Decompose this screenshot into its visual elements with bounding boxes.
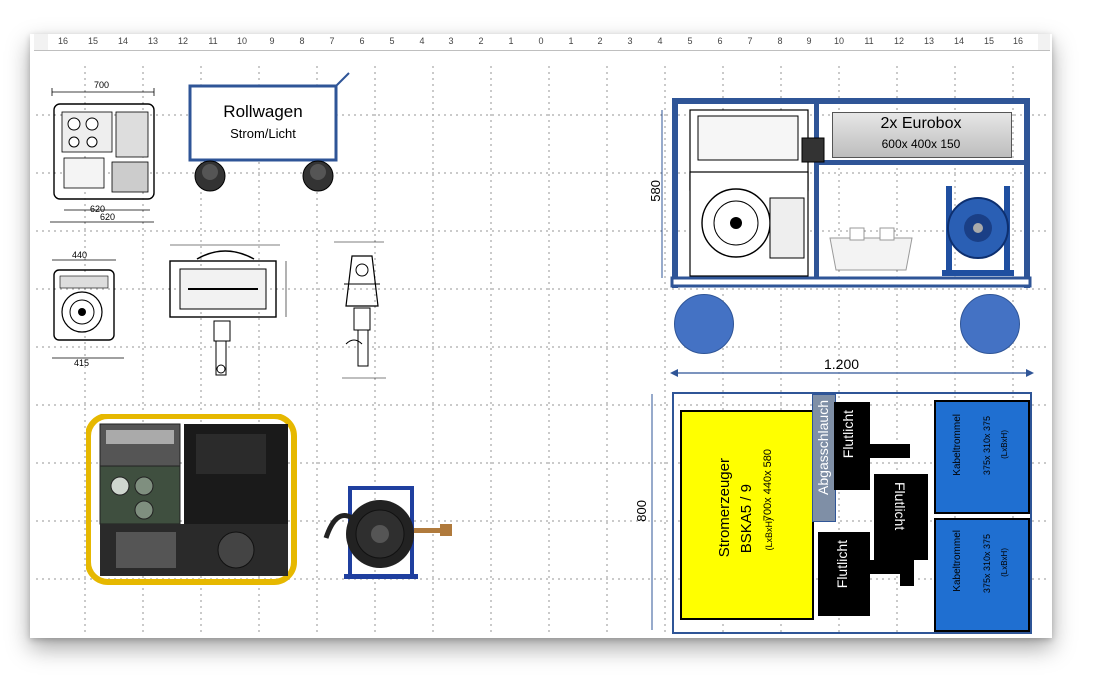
ruler-tick: 10	[833, 36, 845, 46]
ruler-tick: 7	[329, 36, 335, 46]
ruler-tick: 13	[147, 36, 159, 46]
ruler-margin-left	[34, 34, 48, 50]
wheel-right[interactable]	[960, 294, 1020, 354]
generator-front-drawing[interactable]	[44, 252, 134, 372]
generator-photo[interactable]	[86, 414, 298, 586]
wheel-left[interactable]	[674, 294, 734, 354]
exhaust-hose-block[interactable]	[812, 394, 836, 522]
ruler-tick: 14	[953, 36, 965, 46]
depth-label: 800	[634, 500, 649, 522]
ruler-tick: 10	[236, 36, 248, 46]
floodlight-label-1: Flutlicht	[840, 410, 856, 459]
exhaust-label: Abgasschlauch	[815, 400, 831, 495]
floodlight-handle-1	[870, 444, 910, 458]
drum-unit-2: (LxBxH)	[1000, 548, 1009, 577]
front-width-label: 440	[72, 250, 88, 260]
floodlight-handle-3	[870, 560, 900, 574]
ruler-tick: 12	[893, 36, 905, 46]
floodlight-side-drawing[interactable]	[324, 236, 404, 386]
ruler-tick: 2	[597, 36, 603, 46]
ruler-tick: 16	[57, 36, 69, 46]
width-label: 1.200	[824, 356, 860, 372]
ruler-tick: 9	[269, 36, 275, 46]
ruler-tick: 15	[87, 36, 99, 46]
floodlight-drawing[interactable]	[162, 239, 312, 389]
ruler-tick: 0	[538, 36, 544, 46]
cable-drum-block-2[interactable]	[934, 518, 1030, 632]
generator-name: Stromerzeuger	[716, 458, 733, 558]
cart-sketch[interactable]	[184, 72, 354, 197]
ruler-tick: 7	[747, 36, 753, 46]
width-dimension-arrow	[670, 369, 1034, 377]
floodlight-block-1[interactable]	[834, 402, 870, 490]
floodlight-handle-2	[900, 560, 914, 586]
height-label: 580	[648, 180, 663, 202]
horizontal-ruler[interactable]: 16 15 14 13 12 11 10 9 8 7 6 5 4 3 2 1 0…	[34, 34, 1050, 51]
eurobox-title: 2x Eurobox	[880, 115, 962, 132]
ruler-tick: 8	[299, 36, 305, 46]
floodlight-block-3[interactable]	[818, 532, 870, 616]
ruler-tick: 13	[923, 36, 935, 46]
ruler-tick: 11	[208, 36, 218, 46]
generator-block[interactable]	[680, 410, 814, 620]
generator-model: BSKA5 / 9	[738, 484, 755, 554]
ruler-tick: 9	[806, 36, 812, 46]
ruler-tick: 4	[419, 36, 425, 46]
depth-dimension-line	[651, 394, 653, 630]
top-view-frame[interactable]	[672, 392, 1032, 634]
ruler-tick: 11	[864, 36, 874, 46]
side-view-frame[interactable]	[654, 88, 1044, 358]
ruler-tick: 5	[389, 36, 395, 46]
eurobox-dims: 600x 400x 150	[881, 137, 961, 151]
cable-drum-photo[interactable]	[322, 478, 462, 586]
ruler-tick: 2	[478, 36, 484, 46]
ruler-tick: 1	[508, 36, 514, 46]
slide-canvas[interactable]: 700 620 620 Rollwagen Strom/Licht 440 41…	[34, 64, 1048, 634]
floodlight-block-2[interactable]	[874, 474, 928, 560]
cart-title: Rollwagen	[223, 102, 303, 121]
drum-label-1: Kabeltrommel	[952, 414, 963, 476]
ruler-tick: 8	[777, 36, 783, 46]
drum-label-2: Kabeltrommel	[952, 530, 963, 592]
ruler-tick: 6	[717, 36, 723, 46]
generator-top-drawing[interactable]	[42, 82, 162, 227]
gen-dim-label: 620	[100, 212, 116, 222]
ruler-tick: 5	[687, 36, 693, 46]
drum-dims-2: 375x 310x 375	[982, 534, 992, 594]
floodlight-label-3: Flutlicht	[834, 540, 850, 589]
eurobox[interactable]	[832, 112, 1012, 158]
ruler-tick: 6	[359, 36, 365, 46]
ruler-tick: 14	[117, 36, 129, 46]
front-bottom-label: 415	[74, 358, 90, 368]
cable-drum-block-1[interactable]	[934, 400, 1030, 514]
ruler-tick: 15	[983, 36, 995, 46]
drum-unit-1: (LxBxH)	[1000, 430, 1009, 459]
ruler-tick: 16	[1012, 36, 1024, 46]
ruler-tick: 3	[627, 36, 633, 46]
gen-width-label: 700	[94, 80, 110, 90]
ruler-tick: 4	[657, 36, 663, 46]
ruler-tick: 1	[568, 36, 574, 46]
generator-dims: 700x 440x 580	[762, 449, 774, 522]
generator-dims-unit: (LxBxH)	[764, 518, 774, 551]
ruler-margin-right	[1038, 34, 1050, 50]
ruler-tick: 3	[448, 36, 454, 46]
gen-dim-label: 620	[90, 204, 106, 214]
ruler-tick: 12	[177, 36, 189, 46]
floodlight-label-2: Flutlicht	[892, 482, 908, 531]
drum-dims-1: 375x 310x 375	[982, 416, 992, 476]
cart-subtitle: Strom/Licht	[230, 126, 296, 141]
